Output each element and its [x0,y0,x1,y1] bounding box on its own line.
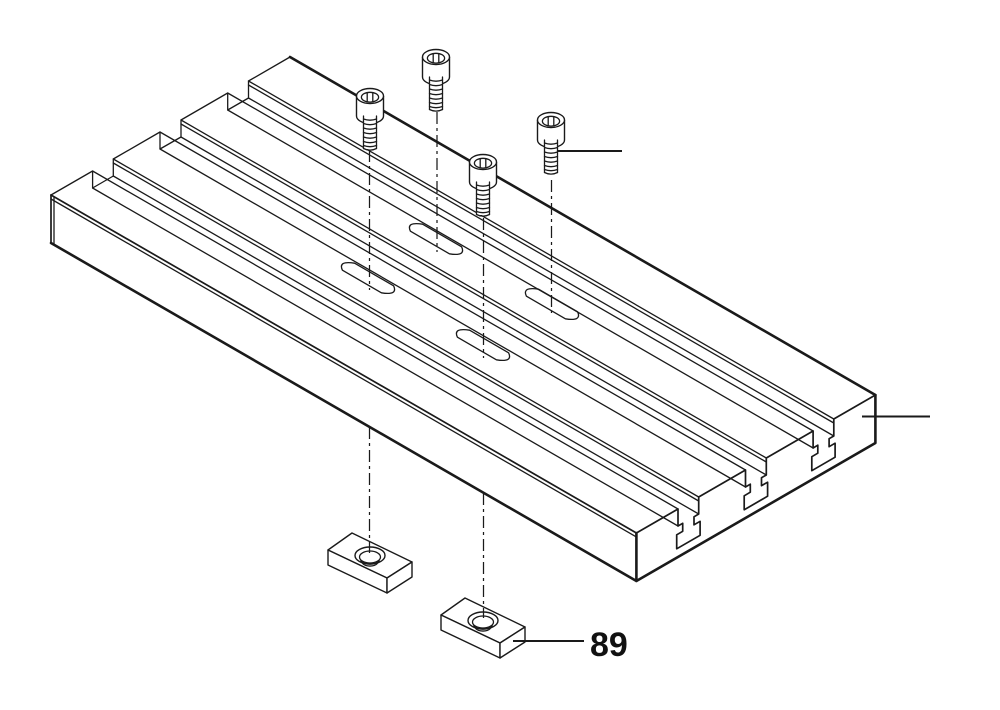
mounting-slot-3 [455,328,511,362]
oval-mounting-slots [340,222,580,362]
plate-rail-edges [50,80,835,538]
socket-head-screw-4 [536,111,566,175]
callout-lines [513,150,930,642]
plate-front-top-edge [50,194,638,534]
mounting-slot-4 [524,287,580,321]
plate-back-top-edge [288,55,877,397]
assembly-centerlines [368,112,553,618]
t-slot-plate [49,55,877,583]
socket-head-screw-1 [355,87,385,151]
t-nut-2 [440,597,526,659]
part-number-label[interactable]: 89 [590,626,628,664]
socket-head-screw-3 [468,153,498,217]
socket-head-screw-2 [421,48,451,112]
mounting-slot-1 [408,222,464,256]
plate-end-face-t-slots [635,394,877,550]
plate-silhouette [49,241,877,583]
plate-left-end-profile [50,56,291,196]
mounting-slot-2 [340,261,396,295]
